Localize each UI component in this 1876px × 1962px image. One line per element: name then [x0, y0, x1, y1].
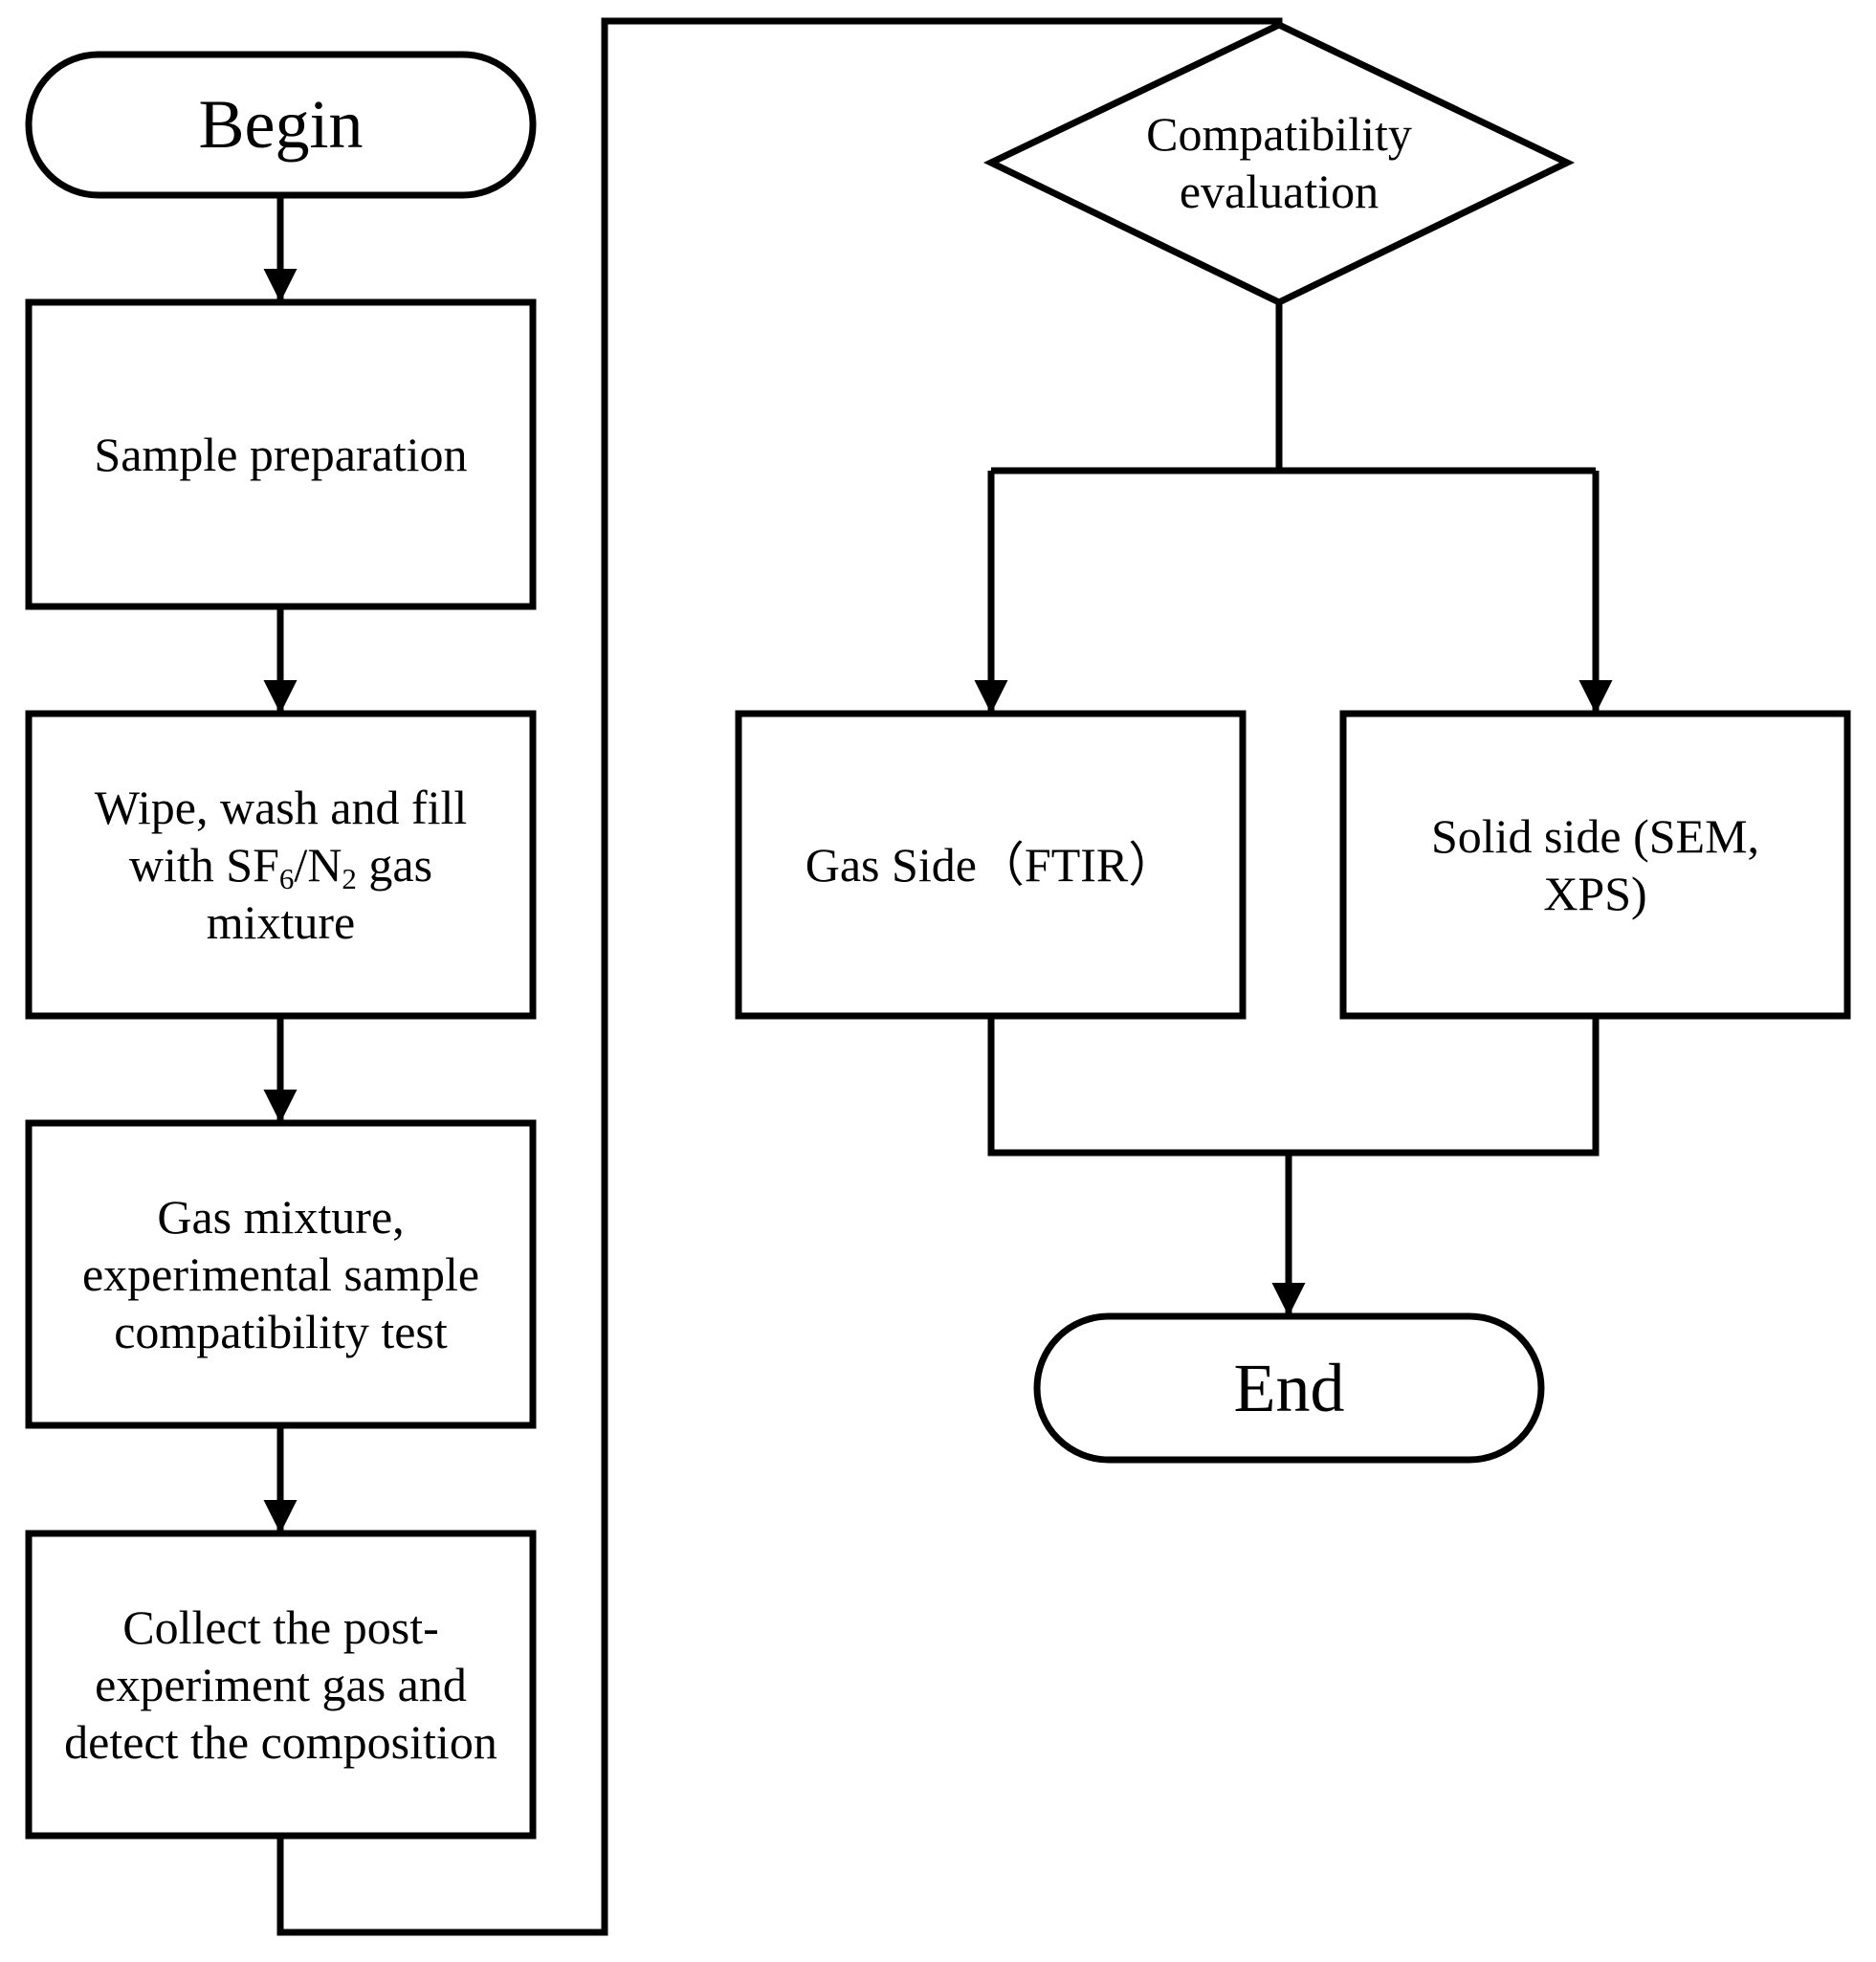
gas-side-text: Gas Side（FTIR） [805, 838, 1177, 892]
begin-label: Begin [29, 55, 533, 195]
wipe-wash-fill-label: Wipe, wash and fill with SF6/N2 gas mixt… [29, 714, 533, 1016]
wipe-line-2-post: gas [356, 838, 433, 892]
collect-line-1: Collect the post- [122, 1600, 439, 1654]
decision-line-1: Compatibility [1146, 107, 1412, 161]
wipe-line-3: mixture [206, 895, 356, 949]
collect-gas-label: Collect the post- experiment gas and det… [29, 1533, 533, 1836]
wipe-line-2-pre: with SF [128, 838, 279, 892]
wipe-line-2: with SF6/N2 gas [129, 836, 432, 893]
sample-preparation-text: Sample preparation [94, 428, 468, 481]
solid-line-1: Solid side (SEM, [1430, 809, 1760, 863]
connector-merge [987, 1016, 1600, 1157]
solid-side-label: Solid side (SEM, XPS) [1343, 714, 1847, 1016]
compat-line-2: experimental sample [81, 1247, 480, 1301]
collect-line-3: detect the composition [64, 1715, 497, 1769]
end-text: End [1233, 1349, 1345, 1426]
wipe-line-2-mid: /N [294, 838, 342, 892]
end-label: End [1037, 1316, 1541, 1460]
begin-text: Begin [198, 86, 364, 164]
compatibility-test-label: Gas mixture, experimental sample compati… [29, 1123, 533, 1425]
solid-line-2: XPS) [1543, 867, 1647, 920]
gas-side-label: Gas Side（FTIR） [739, 714, 1243, 1016]
connector-collect-to-evaluation [276, 17, 1283, 1936]
wipe-sub-6: 6 [278, 861, 295, 895]
compat-line-3: compatibility test [114, 1305, 448, 1358]
wipe-line-1: Wipe, wash and fill [94, 781, 468, 834]
sample-preparation-label: Sample preparation [29, 302, 533, 606]
compatibility-evaluation-label: Compatibility evaluation [1087, 86, 1471, 239]
wipe-sub-2: 2 [342, 861, 357, 895]
decision-line-2: evaluation [1179, 165, 1379, 218]
compat-line-1: Gas mixture, [157, 1190, 405, 1244]
collect-line-2: experiment gas and [95, 1658, 467, 1711]
